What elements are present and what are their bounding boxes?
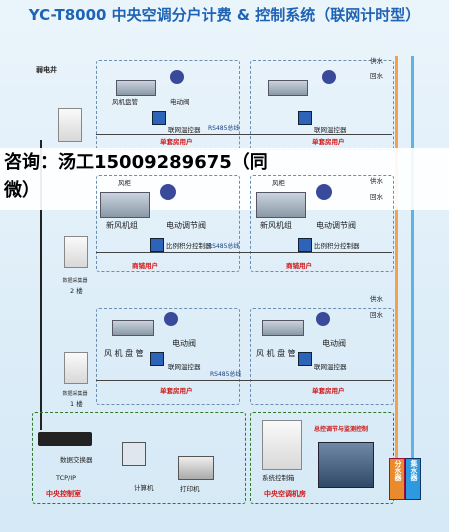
return-water-label: 回水 — [370, 72, 383, 80]
central-control-room-label: 中央控制室 — [46, 490, 81, 498]
room-box-low-right — [250, 308, 394, 405]
thermostat-icon — [150, 352, 164, 366]
ad-text-line-2: 微） — [4, 180, 40, 201]
thermostat-label: 联网温控器 — [168, 363, 201, 371]
water-divider-label: 分水器 — [394, 460, 402, 481]
rs485-bus-line — [96, 134, 392, 135]
proportional-controller-label: 比例积分控制器 — [314, 242, 360, 250]
chiller-icon — [318, 442, 374, 488]
room-box-mid-left — [96, 175, 240, 272]
rs485-bus-label: RS485总线 — [208, 125, 240, 132]
thermostat-icon — [298, 352, 312, 366]
electric-valve-icon — [170, 70, 184, 84]
printer-label: 打印机 — [180, 485, 200, 493]
fan-coil-label: 风 机 盘 管 — [104, 349, 144, 358]
tcp-ip-label: TCP/IP — [56, 474, 77, 482]
printer-icon — [178, 456, 214, 480]
fan-coil-unit — [262, 320, 304, 336]
central-ac-room-label: 中央空调机房 — [264, 490, 306, 498]
data-collector-label: 数据采集器 — [62, 391, 88, 397]
supply-riser-pipe — [395, 56, 398, 496]
rs485-bus-line — [96, 380, 392, 381]
ad-text-line-1: 咨询：汤工15009289675（同 — [4, 152, 268, 173]
air-unit-label: 风柜 — [118, 179, 131, 187]
data-switch-label: 数据交换器 — [60, 456, 93, 464]
supply-water-label: 供水 — [370, 177, 383, 185]
air-unit-label: 风柜 — [272, 179, 285, 187]
data-bus-vertical — [40, 140, 42, 430]
chiller-monitor-label: 总控调节与监测控制 — [314, 426, 369, 433]
return-riser-pipe — [411, 56, 414, 496]
data-collector-cabinet — [64, 236, 88, 268]
weak-shaft-label: 弱电井 — [36, 66, 57, 74]
rs485-bus-label: RS485总线 — [210, 371, 242, 378]
data-collector-label: 数据采集器 — [62, 278, 88, 284]
rs485-bus-label: RS485总线 — [208, 243, 240, 250]
electric-valve-label: 电动阀 — [172, 339, 196, 348]
diagram-title: YC-T8000 中央空调分户计费 & 控制系统（联网计时型） — [28, 6, 421, 24]
electric-valve-label: 电动阀 — [170, 98, 190, 106]
new-air-unit-label: 新风机组 — [260, 221, 292, 230]
system-cabinet-label: 系统控制箱 — [262, 474, 295, 482]
supply-water-label: 供水 — [370, 57, 383, 65]
room-box-mid-right — [250, 175, 394, 272]
new-air-unit-icon — [100, 192, 150, 218]
shop-user-label: 商铺用户 — [286, 262, 312, 270]
user-type-label: 单套房用户 — [312, 138, 345, 146]
data-collector-cabinet — [64, 352, 88, 384]
control-valve-label: 电动调节阀 — [166, 221, 206, 230]
electric-valve-icon — [164, 312, 178, 326]
water-divider-icon — [389, 458, 405, 500]
control-valve-icon — [316, 184, 332, 200]
fan-coil-unit — [116, 80, 156, 96]
electric-valve-icon — [316, 312, 330, 326]
proportional-controller-label: 比例积分控制器 — [166, 242, 212, 250]
user-type-label: 单套房用户 — [312, 387, 345, 395]
new-air-unit-icon — [256, 192, 306, 218]
computer-label: 计算机 — [134, 484, 154, 492]
proportional-controller-icon — [298, 238, 312, 252]
new-air-unit-label: 新风机组 — [106, 221, 138, 230]
data-switch-icon — [38, 432, 92, 446]
fan-coil-unit — [112, 320, 154, 336]
computer-icon — [122, 442, 146, 466]
floor-label: 2 楼 — [70, 287, 83, 295]
thermostat-label: 联网温控器 — [168, 126, 201, 134]
system-cabinet-icon — [262, 420, 302, 470]
return-water-label: 回水 — [370, 311, 383, 319]
floor-label: 1 楼 — [70, 400, 83, 408]
thermostat-label: 联网温控器 — [314, 363, 347, 371]
control-valve-label: 电动调节阀 — [316, 221, 356, 230]
electric-valve-label: 电动阀 — [322, 339, 346, 348]
thermostat-icon — [298, 111, 312, 125]
control-valve-icon — [160, 184, 176, 200]
thermostat-icon — [152, 111, 166, 125]
water-collector-icon — [405, 458, 421, 500]
return-water-label: 回水 — [370, 193, 383, 201]
thermostat-label: 联网温控器 — [314, 126, 347, 134]
electric-valve-icon — [322, 70, 336, 84]
room-box-low-left — [96, 308, 240, 405]
water-collector-label: 集水器 — [410, 460, 418, 481]
shop-user-label: 商铺用户 — [132, 262, 158, 270]
user-type-label: 单套房用户 — [160, 387, 193, 395]
fan-coil-unit — [268, 80, 308, 96]
supply-water-label: 供水 — [370, 295, 383, 303]
user-type-label: 单套房用户 — [160, 138, 193, 146]
fan-coil-label: 风 机 盘 管 — [256, 349, 296, 358]
ad-banner-background — [0, 148, 449, 210]
data-collector-cabinet — [58, 108, 82, 142]
fan-coil-label: 风机盘管 — [112, 98, 138, 106]
control-room-box — [32, 412, 246, 504]
proportional-controller-icon — [150, 238, 164, 252]
rs485-bus-line — [96, 252, 392, 253]
